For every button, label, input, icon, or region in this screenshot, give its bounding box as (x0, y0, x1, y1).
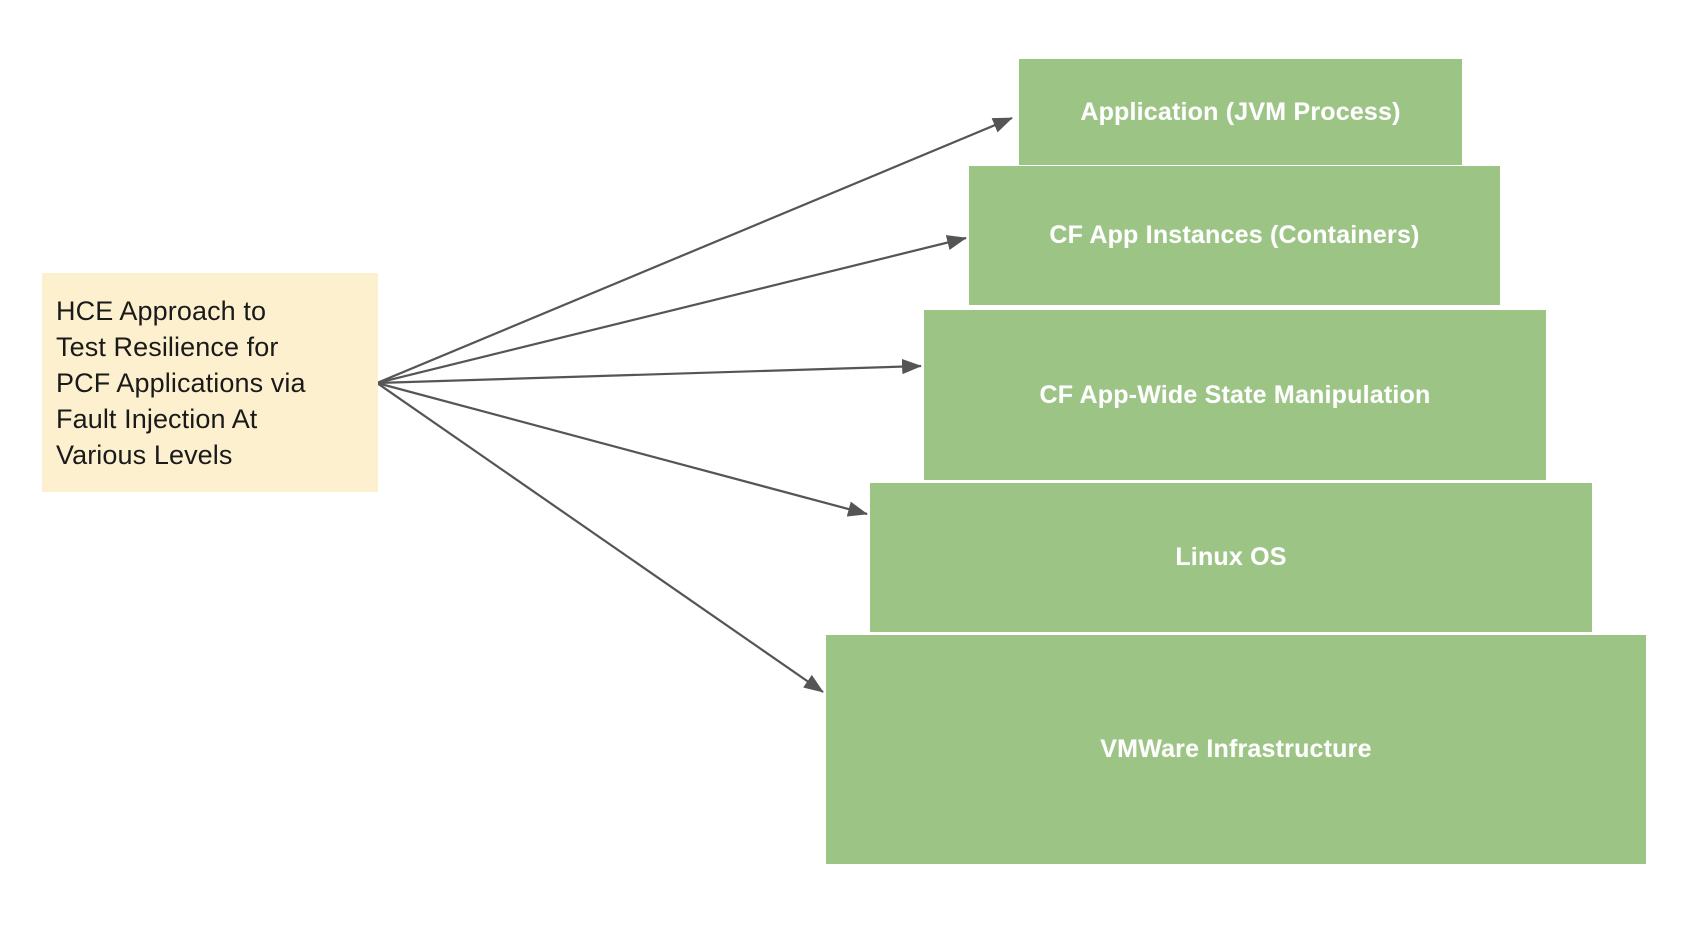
layer-label-cf-app-wide-state: CF App-Wide State Manipulation (1039, 380, 1431, 409)
layer-label-vmware-infrastructure: VMWare Infrastructure (1100, 735, 1372, 763)
layer-box-application: Application (JVM Process) (1019, 59, 1462, 165)
connector-arrow-application (376, 116, 1013, 385)
layer-box-vmware-infrastructure: VMWare Infrastructure (826, 635, 1646, 864)
connector-arrow-linux-os (376, 381, 868, 517)
layer-label-application: Application (JVM Process) (1080, 97, 1401, 126)
layer-box-cf-app-wide-state: CF App-Wide State Manipulation (924, 310, 1546, 480)
connector-arrow-cf-app-instances (376, 235, 967, 385)
layer-box-linux-os: Linux OS (870, 483, 1592, 632)
hce-approach-note-text: HCE Approach to Test Resilience for PCF … (56, 295, 306, 470)
layer-box-cf-app-instances: CF App Instances (Containers) (969, 166, 1500, 305)
layer-label-cf-app-instances: CF App Instances (Containers) (1049, 221, 1420, 249)
hce-approach-note: HCE Approach to Test Resilience for PCF … (42, 273, 378, 492)
connector-arrow-cf-app-wide-state (376, 358, 922, 385)
connector-arrow-vmware-infrastructure (376, 382, 824, 693)
layer-label-linux-os: Linux OS (1175, 543, 1287, 571)
